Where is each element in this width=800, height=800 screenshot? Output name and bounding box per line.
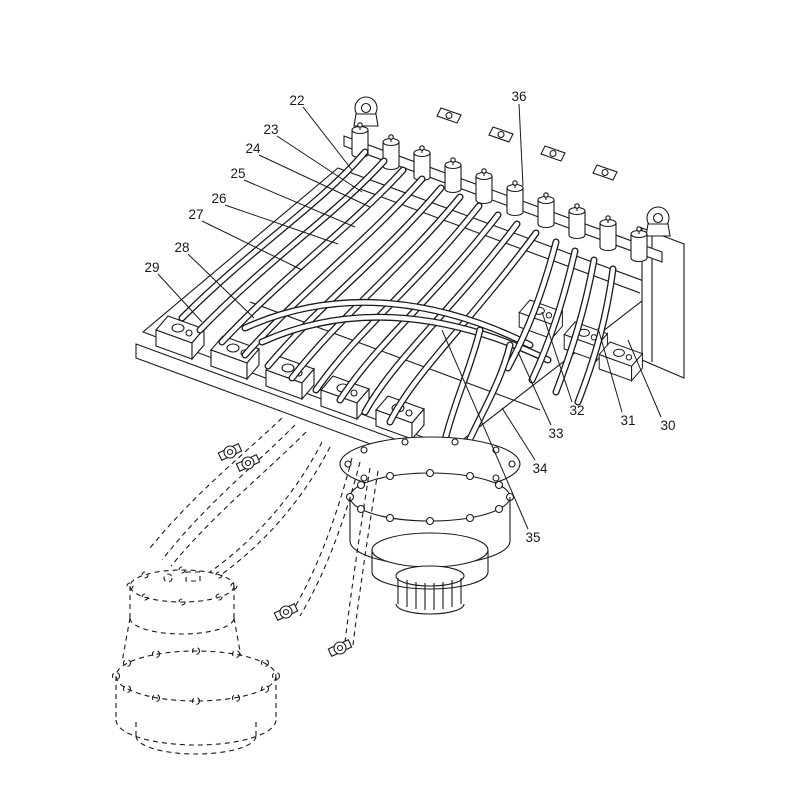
callout-25: 25 — [230, 166, 245, 181]
callout-28: 28 — [174, 240, 189, 255]
motor-top-bolts — [126, 566, 238, 606]
callout-26: 26 — [211, 191, 226, 206]
callout-34: 34 — [532, 461, 548, 476]
callout-24: 24 — [245, 141, 261, 156]
callout-36: 36 — [511, 89, 526, 104]
swing-drive — [339, 436, 521, 615]
callout-32: 32 — [569, 403, 584, 418]
callout-29: 29 — [144, 260, 159, 275]
lifting-eye-right — [645, 206, 671, 237]
lifting-eye-left — [353, 96, 379, 127]
mounting-brackets — [436, 107, 618, 181]
leader-lines — [157, 103, 662, 530]
motor-flange-bolts — [111, 646, 281, 706]
callout-27: 27 — [188, 207, 203, 222]
callout-33: 33 — [548, 426, 563, 441]
splined-shaft — [395, 565, 465, 615]
callout-35: 35 — [525, 530, 540, 545]
dashed-hoses — [149, 417, 379, 646]
callout-23: 23 — [263, 122, 278, 137]
hose-bundle — [178, 148, 617, 454]
callout-30: 30 — [660, 418, 675, 433]
callout-31: 31 — [620, 413, 635, 428]
swing-motor-dashed — [111, 566, 281, 755]
callout-22: 22 — [289, 93, 304, 108]
callouts: 22 23 24 25 26 27 28 29 30 31 32 33 34 3… — [144, 89, 675, 545]
